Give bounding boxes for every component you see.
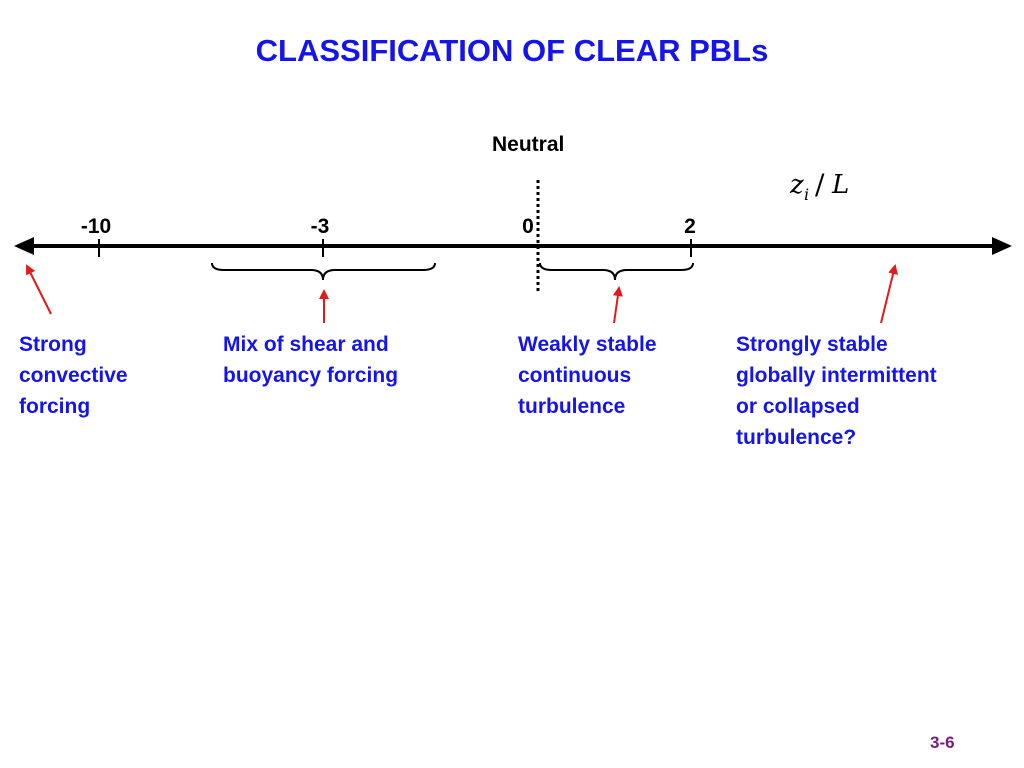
regime-weakly-stable: Weakly stable continuous turbulence xyxy=(518,333,657,418)
brace-shear-buoyancy xyxy=(211,262,436,281)
tick-label-minus-10: -10 xyxy=(80,215,112,238)
arrow-strong-convective xyxy=(26,264,52,315)
axis-left-arrowhead xyxy=(14,237,34,255)
regime-shear-buoyancy: Mix of shear and buoyancy forcing xyxy=(223,333,399,387)
neutral-label: Neutral xyxy=(492,133,565,156)
axis-right-arrowhead xyxy=(992,237,1012,255)
svg-text:z: z xyxy=(789,170,804,200)
svg-text:i: i xyxy=(804,185,809,204)
tick-label-minus-3: -3 xyxy=(310,215,330,238)
slide-title: CLASSIFICATION OF CLEAR PBLs xyxy=(255,33,769,68)
svg-text:L: L xyxy=(831,170,849,200)
page-number: 3-6 xyxy=(930,733,955,752)
tick-label-0: 0 xyxy=(522,215,534,238)
brace-weakly-stable xyxy=(539,262,694,281)
arrow-weakly-stable xyxy=(612,286,623,324)
arrow-strongly-stable xyxy=(880,264,898,324)
axis-symbol-zi-over-l: z i / L xyxy=(789,168,849,204)
regime-strongly-stable: Strongly stable globally intermittent or… xyxy=(736,333,937,449)
svg-text:/: / xyxy=(815,168,825,201)
regime-strong-convective: Strong convective forcing xyxy=(19,333,128,418)
tick-label-2: 2 xyxy=(684,215,696,238)
